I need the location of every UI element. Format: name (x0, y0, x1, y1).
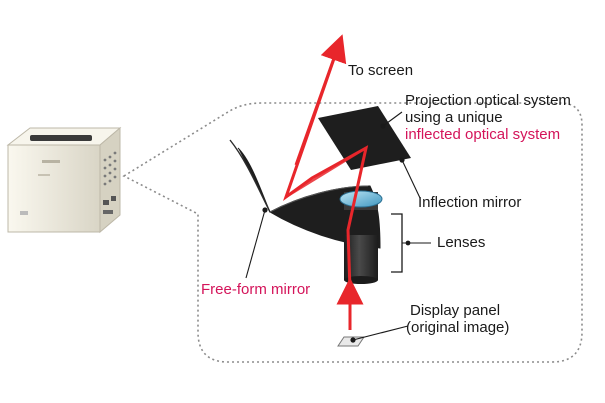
free-form-mirror-label: Free-form mirror (201, 281, 311, 298)
projection-system-label-line1: Projection optical system (405, 92, 571, 109)
lenses-label: Lenses (437, 234, 486, 251)
freeform-leader (245, 209, 266, 279)
display-panel-label-line1: Display panel (410, 302, 501, 319)
lens-glass (339, 190, 383, 208)
projection-system-label-line2: using a unique (405, 109, 503, 126)
inflected-optical-system-label: inflected optical system (405, 126, 561, 143)
callout-outline (122, 102, 583, 363)
projector-icon (6, 126, 122, 234)
display-panel-label-line2: (original image) (406, 319, 510, 336)
lens-assembly (339, 190, 383, 284)
free-form-mirror (237, 147, 381, 249)
display-leader (352, 325, 409, 341)
to-screen-label: To screen (348, 62, 414, 79)
lenses-bracket (391, 213, 403, 273)
projection-leader (382, 111, 403, 127)
inflection-leader (401, 159, 421, 199)
inflection-mirror-label: Inflection mirror (418, 194, 522, 211)
